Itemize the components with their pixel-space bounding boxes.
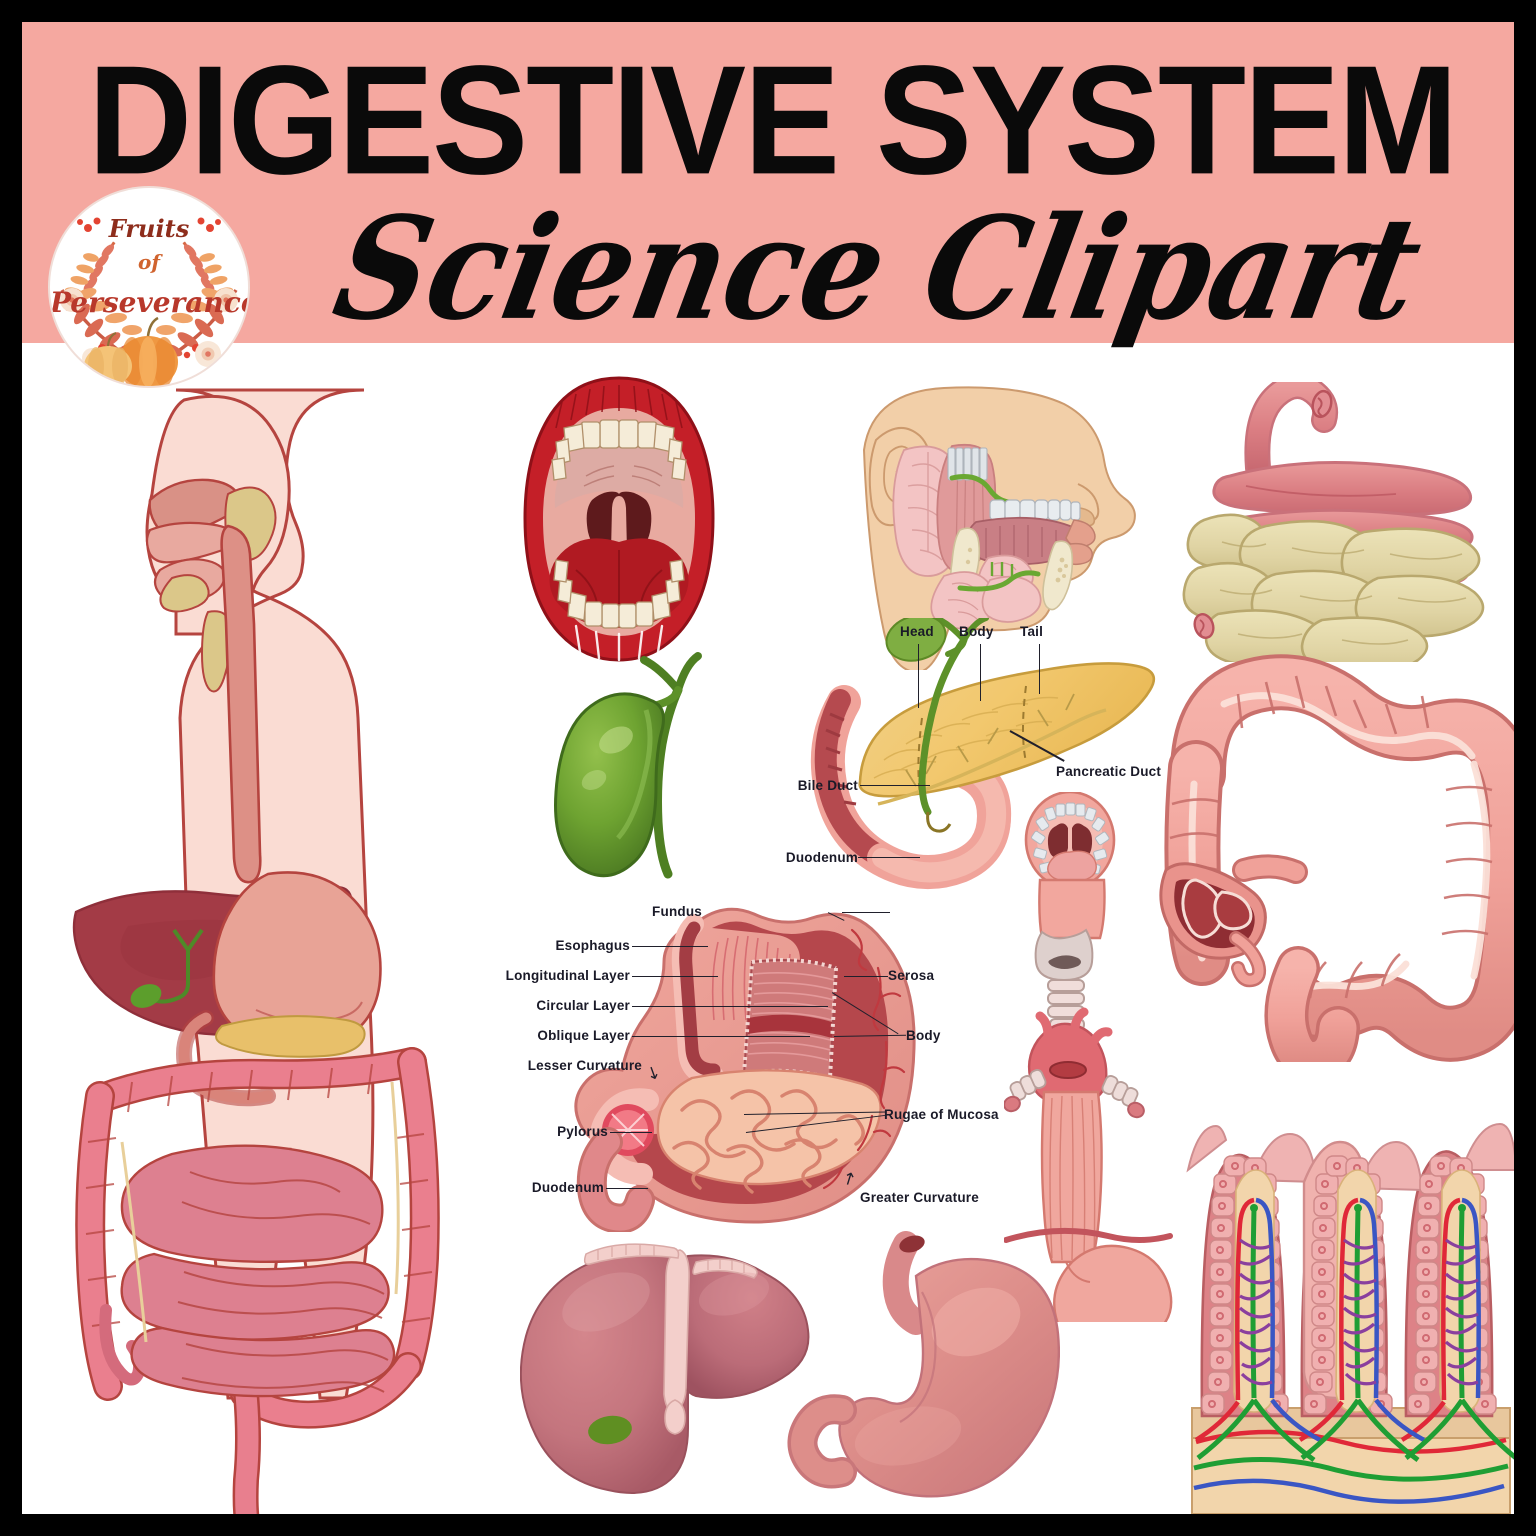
figure-salivary-glands-head bbox=[842, 380, 1172, 675]
figure-stomach-whole bbox=[780, 1230, 1061, 1514]
leader-duodenum-pancreas bbox=[858, 857, 920, 859]
stomach-label-pylorus: Pylorus bbox=[557, 1124, 608, 1139]
figure-pancreas-duodenum: Head Body Tail Pancreatic Duct Bile Duct… bbox=[786, 614, 1198, 903]
stomach-label-greater-curvature: Greater Curvature bbox=[860, 1190, 979, 1205]
logo-line-2: of bbox=[138, 250, 160, 274]
leader-esophagus bbox=[632, 946, 708, 948]
leader-pylorus bbox=[610, 1132, 652, 1134]
logo-wreath-icon bbox=[51, 189, 247, 386]
stomach-label-circular-layer: Circular Layer bbox=[536, 998, 630, 1013]
leader-fundus bbox=[842, 912, 890, 914]
leader-bile-duct bbox=[860, 785, 930, 787]
leader-serosa bbox=[844, 976, 888, 978]
figure-stomach-cross-section: Fundus Esophagus Longitudinal Layer Circ… bbox=[506, 902, 999, 1237]
poster-canvas: DIGESTIVE SYSTEM Science Clipart bbox=[22, 22, 1514, 1514]
page-subtitle: Science Clipart bbox=[322, 185, 1434, 352]
figure-human-torso-digestive-tract bbox=[32, 382, 472, 1514]
logo-line-1: Fruits bbox=[108, 214, 190, 243]
figure-large-intestine-colon bbox=[1138, 642, 1514, 1083]
stomach-label-oblique-layer: Oblique Layer bbox=[537, 1028, 630, 1043]
figure-intestinal-villi-cross-section bbox=[1186, 1112, 1514, 1514]
pancreas-label-tail: Tail bbox=[1020, 624, 1044, 639]
stomach-label-duodenum: Duodenum bbox=[531, 1180, 604, 1195]
stomach-label-body: Body bbox=[906, 1028, 941, 1043]
figure-open-mouth-oral-cavity bbox=[514, 374, 724, 669]
stomach-label-longitudinal-layer: Longitudinal Layer bbox=[505, 968, 630, 983]
stomach-label-esophagus: Esophagus bbox=[555, 938, 630, 953]
brand-logo: Fruits of Perseverance bbox=[50, 188, 248, 386]
figure-small-intestine bbox=[1182, 373, 1512, 676]
pancreas-label-body: Body bbox=[959, 624, 994, 639]
leader-head bbox=[918, 644, 920, 708]
leader-longitudinal-layer bbox=[632, 976, 718, 978]
figure-gallbladder bbox=[554, 634, 774, 889]
pancreas-label-duodenum: Duodenum bbox=[785, 850, 858, 865]
leader-tail bbox=[1039, 644, 1041, 694]
stomach-label-lesser-curvature: Lesser Curvature bbox=[527, 1058, 642, 1073]
figure-esophagus-trachea bbox=[1003, 790, 1174, 1327]
page-title: DIGESTIVE SYSTEM bbox=[88, 33, 1458, 207]
pancreas-label-bile-duct: Bile Duct bbox=[797, 778, 858, 793]
pancreas-label-head: Head bbox=[900, 624, 934, 639]
header-band bbox=[22, 22, 1514, 343]
stomach-label-fundus: Fundus bbox=[652, 904, 702, 919]
pancreas-label-pancreatic-duct: Pancreatic Duct bbox=[1056, 764, 1162, 779]
logo-line-3: Perseverance bbox=[50, 286, 248, 319]
stomach-label-serosa: Serosa bbox=[888, 968, 935, 983]
leader-body bbox=[980, 644, 982, 701]
leader-circular-layer bbox=[632, 1006, 828, 1008]
leader-duodenum-stomach bbox=[606, 1188, 648, 1190]
figure-liver bbox=[519, 1234, 810, 1514]
leader-oblique-layer bbox=[632, 1036, 810, 1038]
stomach-label-rugae-of-mucosa: Rugae of Mucosa bbox=[884, 1107, 999, 1122]
